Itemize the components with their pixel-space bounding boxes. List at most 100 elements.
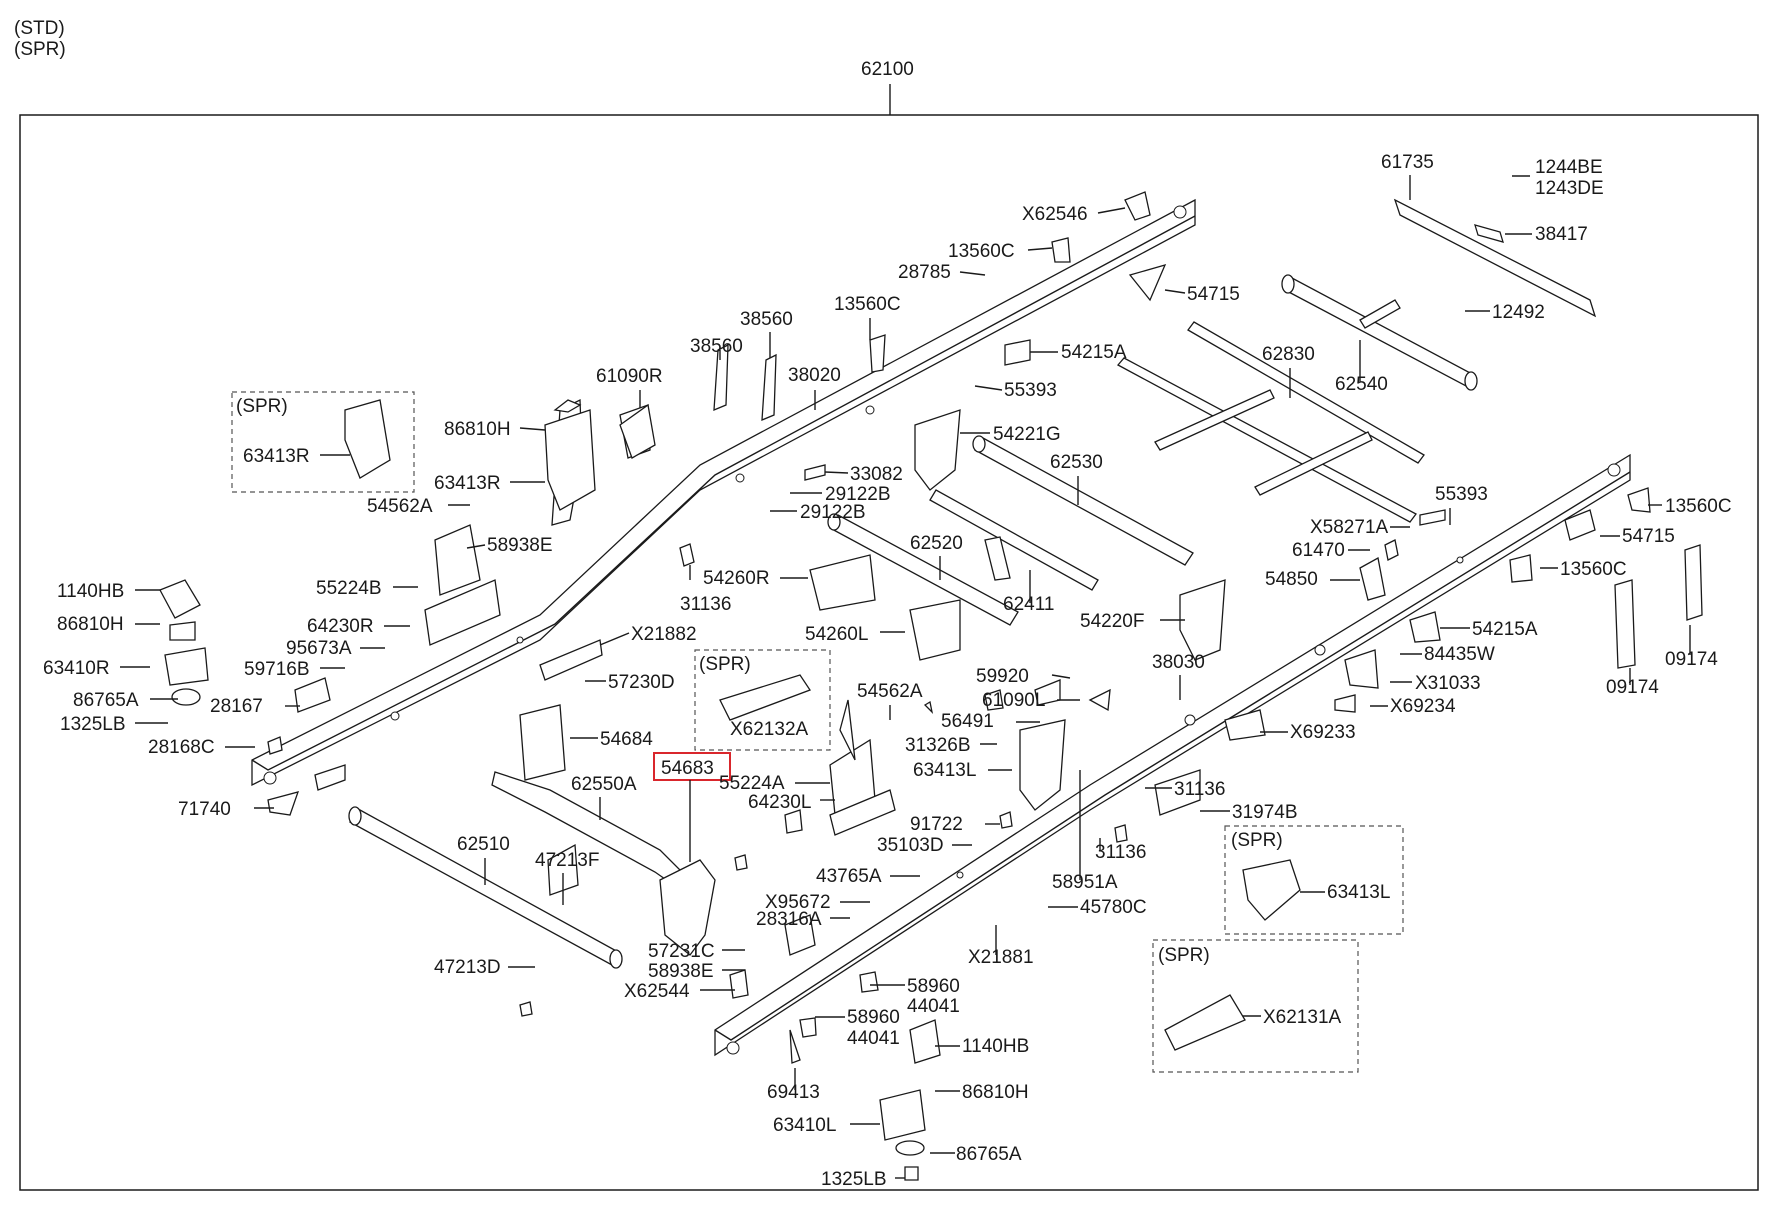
part-label-x69234[interactable]: X69234 (1390, 696, 1456, 717)
bracket-54683[interactable] (659, 859, 716, 956)
highlighted-part-label[interactable]: 54683 (661, 758, 714, 779)
part-label-63413r[interactable]: 63413R (434, 473, 501, 494)
part-label-61470[interactable]: 61470 (1292, 540, 1345, 561)
part-label-54260r[interactable]: 54260R (703, 568, 770, 589)
cross-member-62510[interactable] (348, 806, 623, 969)
part-label-86810h[interactable]: 86810H (57, 614, 124, 635)
cross-member-62540[interactable] (1281, 274, 1478, 391)
part-label-x62544[interactable]: X62544 (624, 981, 690, 1002)
cross-member-62830[interactable] (1116, 321, 1425, 523)
part-label-58938e[interactable]: 58938E (648, 961, 714, 982)
part-label-62530[interactable]: 62530 (1050, 452, 1103, 473)
part-label-84435w[interactable]: 84435W (1424, 644, 1495, 665)
part-label-1140hb[interactable]: 1140HB (962, 1036, 1029, 1057)
part-label-54850[interactable]: 54850 (1265, 569, 1318, 590)
part-label-64230r[interactable]: 64230R (307, 616, 374, 637)
bushing-38417[interactable] (1474, 224, 1504, 243)
part-label-63413l[interactable]: 63413L (913, 760, 976, 781)
part-label-38560[interactable]: 38560 (740, 309, 793, 330)
part-label-x21881[interactable]: X21881 (968, 947, 1034, 968)
part-label-55393[interactable]: 55393 (1004, 380, 1057, 401)
part-label-55224b[interactable]: 55224B (316, 578, 382, 599)
part-label-54562a[interactable]: 54562A (857, 681, 923, 702)
part-label-58938e[interactable]: 58938E (487, 535, 553, 556)
part-label-54684[interactable]: 54684 (600, 729, 653, 750)
part-label-x21882[interactable]: X21882 (631, 624, 697, 645)
part-label-59920[interactable]: 59920 (976, 666, 1029, 687)
part-label-55393[interactable]: 55393 (1435, 484, 1488, 505)
part-label-62510[interactable]: 62510 (457, 834, 510, 855)
part-label-86765a[interactable]: 86765A (73, 690, 139, 711)
part-label-47213f[interactable]: 47213F (535, 850, 599, 871)
part-label-54715[interactable]: 54715 (1622, 526, 1675, 547)
left-frame-rail[interactable] (714, 453, 1631, 1057)
part-label-71740[interactable]: 71740 (178, 799, 231, 820)
part-label-38030[interactable]: 38030 (1152, 652, 1205, 673)
part-label-54221g[interactable]: 54221G (993, 424, 1061, 445)
part-label-09174[interactable]: 09174 (1665, 649, 1718, 670)
part-label-28785[interactable]: 28785 (898, 262, 951, 283)
part-label-54215a[interactable]: 54215A (1061, 342, 1127, 363)
part-label-33082[interactable]: 33082 (850, 464, 903, 485)
part-label-31326b[interactable]: 31326B (905, 735, 971, 756)
part-label-86765a[interactable]: 86765A (956, 1144, 1022, 1165)
part-label-09174[interactable]: 09174 (1606, 677, 1659, 698)
part-label-61090r[interactable]: 61090R (596, 366, 663, 387)
part-label-13560c[interactable]: 13560C (834, 294, 901, 315)
part-label-62540[interactable]: 62540 (1335, 374, 1388, 395)
cross-member-62530[interactable] (972, 435, 1194, 566)
rear-cross-member-61735[interactable] (1393, 198, 1597, 318)
part-label-62550a[interactable]: 62550A (571, 774, 637, 795)
part-label-1325lb[interactable]: 1325LB (60, 714, 126, 735)
part-label-47213d[interactable]: 47213D (434, 957, 501, 978)
part-label-55224a[interactable]: 55224A (719, 773, 785, 794)
part-label-29122b[interactable]: 29122B (800, 502, 866, 523)
part-label-56491[interactable]: 56491 (941, 711, 994, 732)
cross-member-62411[interactable] (929, 489, 1099, 591)
part-label-64230l[interactable]: 64230L (748, 792, 811, 813)
part-label-61090l[interactable]: 61090L (982, 690, 1045, 711)
part-label-x58271a[interactable]: X58271A (1310, 517, 1389, 538)
part-label-28316a[interactable]: 28316A (756, 909, 822, 930)
part-label-13560c[interactable]: 13560C (1665, 496, 1732, 517)
part-label-x62546[interactable]: X62546 (1022, 204, 1088, 225)
part-label-95673a[interactable]: 95673A (286, 638, 352, 659)
part-label-63410l[interactable]: 63410L (773, 1115, 836, 1136)
part-label-58960[interactable]: 58960 (907, 976, 960, 997)
part-label-58960[interactable]: 58960 (847, 1007, 900, 1028)
part-label-54220f[interactable]: 54220F (1080, 611, 1144, 632)
right-frame-rail[interactable] (251, 198, 1196, 787)
part-label-1140hb[interactable]: 1140HB (57, 581, 124, 602)
part-label-44041[interactable]: 44041 (847, 1028, 900, 1049)
part-label-38020[interactable]: 38020 (788, 365, 841, 386)
part-label-12492[interactable]: 12492 (1492, 302, 1545, 323)
part-label-54260l[interactable]: 54260L (805, 624, 868, 645)
part-label-x95672[interactable]: X95672 (765, 892, 831, 913)
part-label-28168c[interactable]: 28168C (148, 737, 215, 758)
part-label-35103d[interactable]: 35103D (877, 835, 944, 856)
part-label-54562a[interactable]: 54562A (367, 496, 433, 517)
part-label-69413[interactable]: 69413 (767, 1082, 820, 1103)
part-label-38560[interactable]: 38560 (690, 336, 743, 357)
part-label-43765a[interactable]: 43765A (816, 866, 882, 887)
part-label-31974b[interactable]: 31974B (1232, 802, 1298, 823)
part-label-x69233[interactable]: X69233 (1290, 722, 1356, 743)
part-label-1243de[interactable]: 1243DE (1535, 178, 1604, 199)
part-label-13560c[interactable]: 13560C (948, 241, 1015, 262)
part-label-62830[interactable]: 62830 (1262, 344, 1315, 365)
part-label-54715[interactable]: 54715 (1187, 284, 1240, 305)
part-label-31136[interactable]: 31136 (680, 594, 731, 615)
part-label-62520[interactable]: 62520 (910, 533, 963, 554)
part-label-38417[interactable]: 38417 (1535, 224, 1588, 245)
part-label-57231c[interactable]: 57231C (648, 941, 715, 962)
part-label-62411[interactable]: 62411 (1003, 594, 1054, 615)
part-label-13560c[interactable]: 13560C (1560, 559, 1627, 580)
part-label-63410r[interactable]: 63410R (43, 658, 110, 679)
bracket-54684[interactable] (519, 704, 566, 781)
part-label-44041[interactable]: 44041 (907, 996, 960, 1017)
part-label-31136[interactable]: 31136 (1095, 842, 1146, 863)
part-label-86810h[interactable]: 86810H (444, 419, 511, 440)
part-label-1325lb[interactable]: 1325LB (821, 1169, 887, 1190)
part-label-28167[interactable]: 28167 (210, 696, 263, 717)
part-label-57230d[interactable]: 57230D (608, 672, 675, 693)
